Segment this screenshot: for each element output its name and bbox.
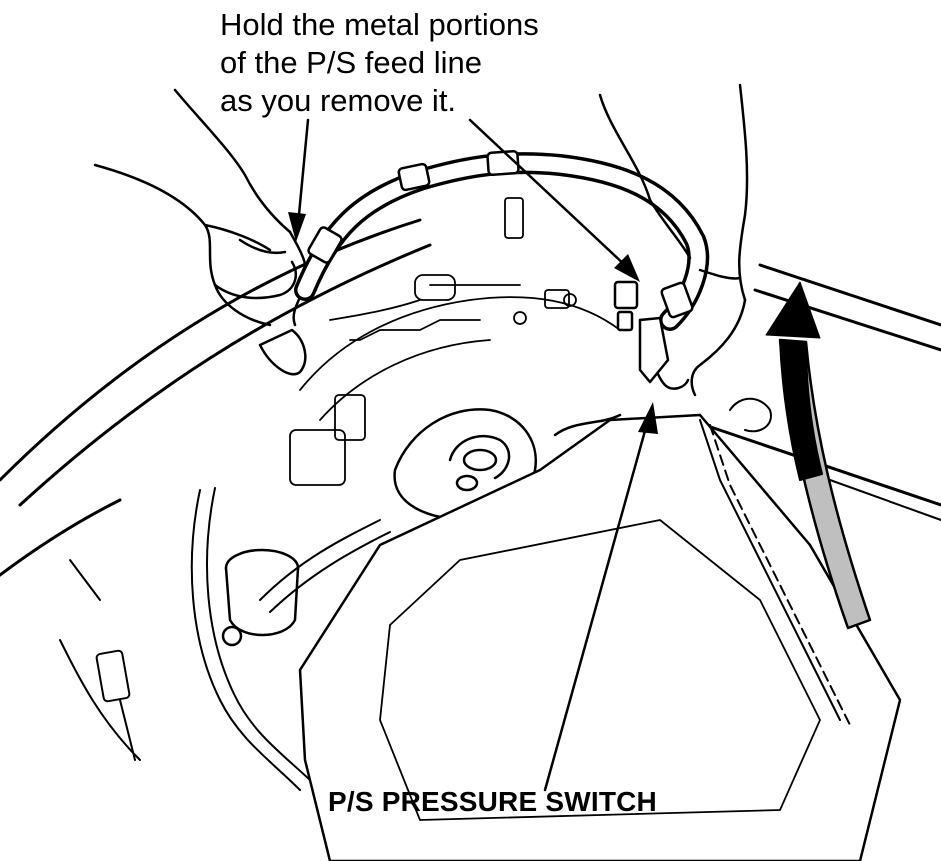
instruction-line-1: Hold the metal portions: [220, 7, 539, 42]
leader-arrowheads: [288, 212, 658, 434]
removal-direction-arrow: [765, 281, 872, 630]
battery-box: [298, 413, 902, 861]
instruction-callout: Hold the metal portions of the P/S feed …: [220, 6, 539, 120]
arrowhead-switch-top: [614, 254, 640, 282]
right-side-details: [699, 397, 941, 726]
pressure-switch-label: P/S PRESSURE SWITCH: [328, 786, 657, 817]
hood-arc-lines: [0, 218, 432, 577]
instruction-line-3: as you remove it.: [220, 83, 457, 118]
hose-fittings: [307, 149, 694, 319]
callout-leaders: [296, 118, 650, 792]
right-hand: [598, 83, 749, 397]
engine-body-lines: [289, 197, 621, 486]
left-hoses: [59, 487, 391, 791]
ps-pressure-switch: [613, 280, 670, 384]
instruction-line-2: of the P/S feed line: [220, 45, 482, 80]
left-hand: [93, 88, 308, 376]
arrowhead-feed-line: [288, 212, 306, 242]
removal-arrowhead: [765, 281, 821, 339]
ps-reservoir: [221, 548, 300, 647]
arrowhead-switch-bottom: [638, 402, 658, 434]
ps-feed-line-hose: [294, 152, 710, 331]
